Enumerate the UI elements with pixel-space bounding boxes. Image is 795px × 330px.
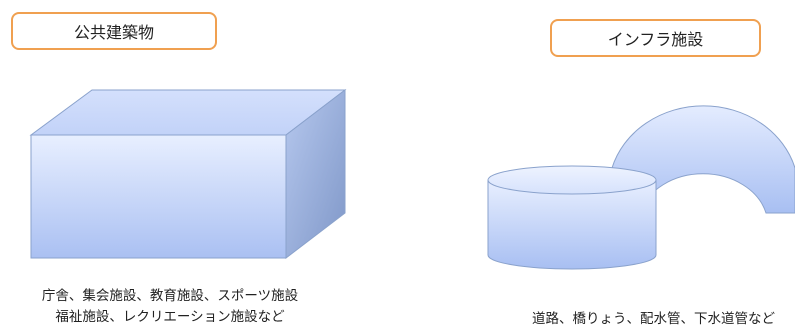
cylinder-body bbox=[487, 179, 657, 270]
building-box-shape bbox=[29, 88, 347, 260]
public-buildings-caption-line2: 福祉施設、レクリエーション施設など bbox=[55, 309, 285, 325]
public-buildings-caption: 庁舎、集会施設、教育施設、スポーツ施設 福祉施設、レクリエーション施設など bbox=[20, 286, 320, 328]
infrastructure-label: インフラ施設 bbox=[550, 19, 761, 57]
infrastructure-caption: 道路、橋りょう、配水管、下水道管など bbox=[532, 311, 775, 327]
box-front-face bbox=[30, 134, 287, 259]
pipe-cylinder-shape bbox=[487, 165, 657, 270]
public-buildings-caption-line1: 庁舎、集会施設、教育施設、スポーツ施設 bbox=[41, 288, 299, 304]
public-buildings-label: 公共建築物 bbox=[11, 12, 217, 50]
cylinder-top bbox=[487, 165, 657, 195]
